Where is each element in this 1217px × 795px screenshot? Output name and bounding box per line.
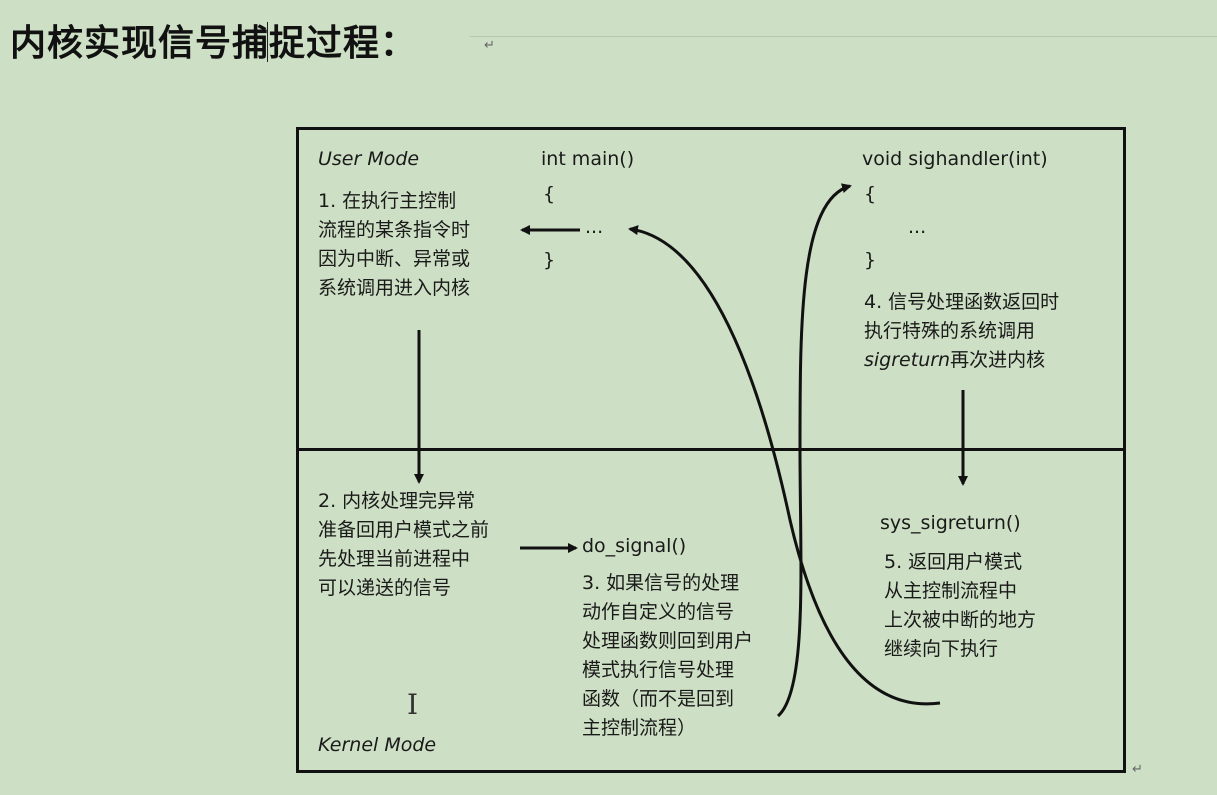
step1-line2: 流程的某条指令时 bbox=[318, 219, 471, 241]
step3-line3: 处理函数则回到用户 bbox=[582, 630, 754, 652]
arrow-back-to-main bbox=[628, 225, 941, 706]
do-signal-label: do_signal() bbox=[582, 535, 687, 557]
step2-line2: 准备回用户模式之前 bbox=[318, 519, 490, 541]
page-title: 内核实现信号捕捉过程： bbox=[10, 22, 418, 64]
step2-line3: 先处理当前进程中 bbox=[318, 548, 471, 570]
step3-line6: 主控制流程） bbox=[582, 717, 697, 739]
step4-line1: 4. 信号处理函数返回时 bbox=[864, 291, 1060, 313]
main-close-brace: } bbox=[543, 249, 556, 271]
mode-divider bbox=[296, 448, 1126, 451]
text-cursor bbox=[267, 22, 268, 62]
step1-line4: 系统调用进入内核 bbox=[318, 277, 471, 299]
step3-line5: 函数（而不是回到 bbox=[582, 688, 735, 710]
step3-line1: 3. 如果信号的处理 bbox=[582, 572, 740, 594]
step1-line3: 因为中断、异常或 bbox=[318, 248, 471, 270]
arrow-to-sighandler bbox=[776, 183, 852, 718]
sys-sigreturn-label: sys_sigreturn() bbox=[880, 512, 1021, 534]
handler-open-brace: { bbox=[864, 183, 877, 205]
step2-line1: 2. 内核处理完异常 bbox=[318, 490, 476, 512]
step5-line1: 5. 返回用户模式 bbox=[884, 551, 1023, 573]
main-open-brace: { bbox=[543, 183, 556, 205]
step5-line2: 从主控制流程中 bbox=[884, 580, 1018, 602]
user-mode-label: User Mode bbox=[318, 148, 420, 170]
handler-body: ... bbox=[908, 216, 927, 238]
step3-line2: 动作自定义的信号 bbox=[582, 601, 735, 623]
step4-line3: sigreturn再次进内核 bbox=[864, 349, 1046, 371]
kernel-mode-label: Kernel Mode bbox=[318, 734, 437, 756]
handler-signature: void sighandler(int) bbox=[862, 148, 1048, 170]
header-rule bbox=[470, 36, 1217, 37]
step4-line2: 执行特殊的系统调用 bbox=[864, 320, 1036, 342]
step1-line1: 1. 在执行主控制 bbox=[318, 190, 457, 212]
paragraph-mark-icon: ↵ bbox=[1132, 762, 1143, 777]
paragraph-mark-icon: ↵ bbox=[484, 38, 495, 53]
step3-line4: 模式执行信号处理 bbox=[582, 659, 735, 681]
ibeam-cursor-icon: I bbox=[407, 688, 419, 721]
step2-line4: 可以递送的信号 bbox=[318, 577, 452, 599]
handler-close-brace: } bbox=[864, 249, 877, 271]
main-signature: int main() bbox=[541, 148, 635, 170]
step5-line3: 上次被中断的地方 bbox=[884, 609, 1037, 631]
main-body: ... bbox=[585, 216, 604, 238]
step5-line4: 继续向下执行 bbox=[884, 638, 999, 660]
